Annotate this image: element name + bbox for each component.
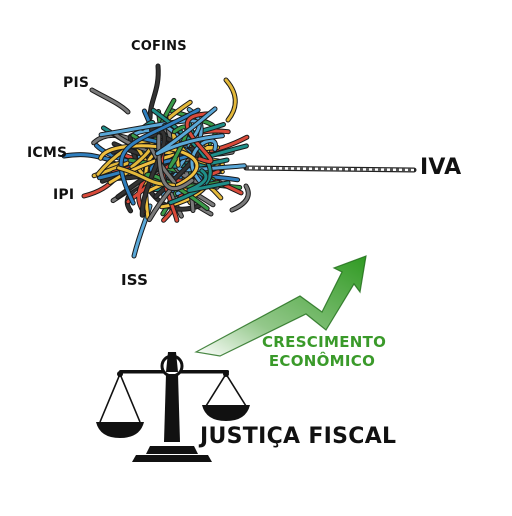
tangle-strand <box>148 64 160 120</box>
tangle-strand <box>119 108 200 205</box>
tax-label-pis: PIS <box>63 75 90 91</box>
rope-icon <box>243 165 417 173</box>
tangle-strand <box>224 78 237 122</box>
growth-caption-line1: CRESCIMENTO <box>262 333 387 351</box>
tax-label-cofins: COFINS <box>131 39 187 54</box>
tangle-strand <box>90 88 130 114</box>
tax-label-iss: ISS <box>121 271 149 289</box>
tangle-strand <box>157 134 194 191</box>
tangle-strand <box>185 112 213 164</box>
growth-caption: CRESCIMENTO ECONÔMICO <box>262 333 387 371</box>
tangle-strand <box>230 184 250 212</box>
justice-caption: JUSTIÇA FISCAL <box>200 424 397 449</box>
tax-label-icms: ICMS <box>27 145 68 161</box>
tangle-strand <box>155 107 224 156</box>
tangle-strand <box>168 125 189 169</box>
tangle-strand <box>187 169 230 192</box>
tax-label-ipi: IPI <box>53 187 75 203</box>
growth-caption-line2: ECONÔMICO <box>268 352 376 370</box>
result-label-iva: IVA <box>420 155 462 180</box>
scale-of-justice-icon <box>96 352 250 462</box>
growth-arrow-icon <box>194 255 367 357</box>
tangle-icon <box>61 63 251 259</box>
